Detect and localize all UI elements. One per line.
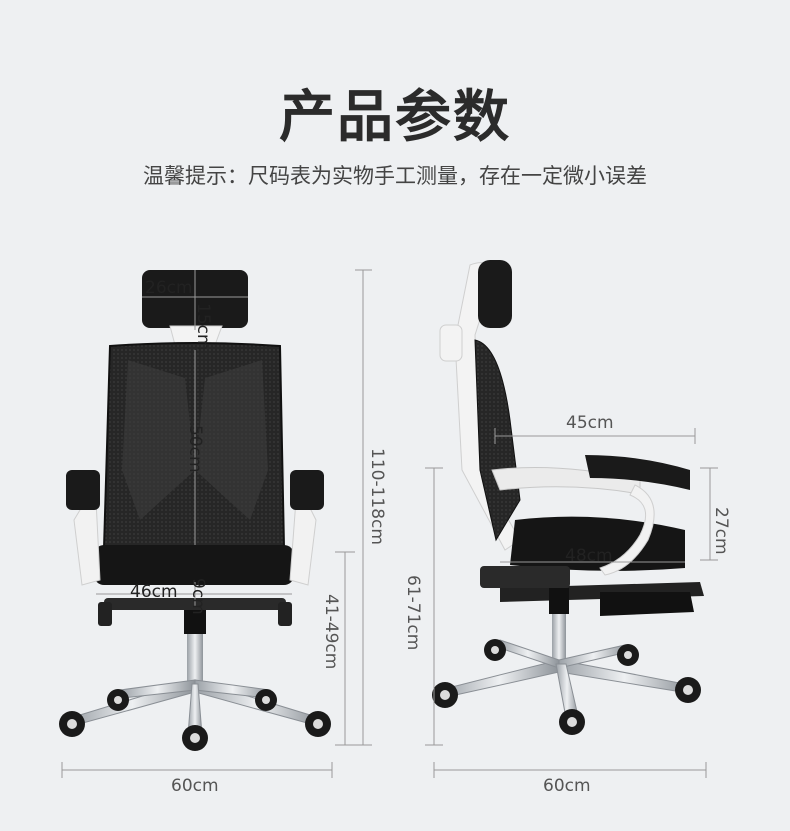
armrest-floor-height-label: 61-71cm (403, 575, 423, 650)
side-base-width-dimension (433, 762, 707, 778)
back-height-label: 50cm (185, 425, 205, 473)
seat-width-label: 46cm (130, 582, 178, 602)
armrest-depth-dimension (494, 428, 696, 444)
seat-height-label: 41-49cm (321, 594, 341, 669)
front-chair (59, 270, 331, 751)
front-inner-dimension-lines (96, 270, 292, 606)
front-base-width-label: 60cm (171, 776, 219, 796)
armrest-height-dimension (700, 467, 718, 561)
seat-height-dimension (335, 551, 355, 746)
seat-depth-label: 48cm (565, 546, 613, 566)
armrest-height-label: 27cm (711, 507, 731, 555)
seat-thickness-label: 9cm (188, 578, 208, 615)
headrest-height-label: 15cm (193, 303, 213, 351)
page-title: 产品参数 (279, 85, 511, 150)
armrest-floor-height-dimension (425, 467, 443, 746)
front-base-width-dimension (61, 762, 333, 778)
side-base-width-label: 60cm (543, 776, 591, 796)
size-disclaimer: 温馨提示：尺码表为实物手工测量，存在一定微小误差 (143, 164, 647, 188)
headrest-width-label: 26cm (145, 278, 193, 298)
armrest-depth-label: 45cm (566, 413, 614, 433)
total-height-dimension (355, 269, 372, 746)
total-height-label: 110-118cm (367, 448, 387, 545)
side-chair (432, 260, 704, 735)
